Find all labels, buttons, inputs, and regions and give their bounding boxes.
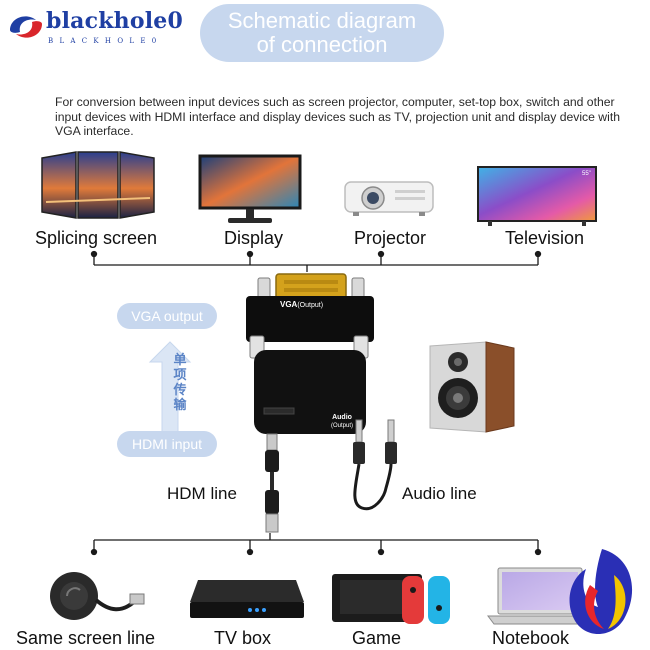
adapter-vga-label: VGA(Output) bbox=[280, 300, 323, 309]
hdmi-cable-icon bbox=[265, 433, 279, 533]
adapter-vga-text: VGA bbox=[280, 300, 298, 309]
audio-cable-icon bbox=[353, 419, 397, 511]
device-label-game: Game bbox=[352, 628, 402, 648]
adapter-audio-text: Audio bbox=[332, 414, 352, 421]
device-label-same-screen-line: Same screen line bbox=[16, 628, 156, 648]
streaming-dongle-icon bbox=[50, 572, 145, 620]
svg-text:55": 55" bbox=[582, 171, 591, 177]
decorative-corner-logo-icon bbox=[569, 549, 633, 634]
device-label-projector: Projector bbox=[354, 228, 427, 248]
game-console-icon bbox=[332, 574, 450, 624]
hdmi-line-label: HDM line bbox=[167, 484, 237, 503]
description-text: For conversion between input devices suc… bbox=[55, 95, 620, 138]
hdmi-input-pill: HDMI input bbox=[117, 431, 217, 457]
device-label-splicing-screen: Splicing screen bbox=[35, 228, 158, 248]
adapter-vga-subtext: (Output) bbox=[297, 302, 324, 309]
tv-box-icon bbox=[190, 580, 304, 618]
device-label-tv-box: TV box bbox=[214, 628, 272, 648]
adapter-audio-subtext: (Output) bbox=[331, 423, 354, 429]
television-icon: 55" bbox=[477, 166, 597, 226]
device-label-television: Television bbox=[505, 228, 585, 248]
audio-line-label: Audio line bbox=[402, 484, 477, 503]
projector-icon bbox=[344, 181, 434, 216]
vga-hdmi-adapter-icon bbox=[246, 273, 374, 434]
brand-logo-icon bbox=[10, 16, 42, 38]
vga-output-pill: VGA output bbox=[117, 303, 217, 329]
monitor-icon bbox=[198, 154, 302, 223]
splicing-screen-icon bbox=[41, 151, 155, 219]
title-pill: Schematic diagram of connection bbox=[200, 4, 444, 62]
title-line-1: Schematic diagram bbox=[227, 8, 417, 33]
brand-subname: BLACKHOLE0 bbox=[48, 37, 163, 45]
up-arrow-icon bbox=[148, 341, 192, 437]
device-label-display: Display bbox=[224, 228, 284, 248]
direction-text: 单项传输 bbox=[173, 352, 187, 412]
title-line-2: of connection bbox=[256, 32, 388, 57]
adapter-audio-label: Audio (Output) bbox=[331, 414, 353, 430]
brand-name: blackhole0 bbox=[46, 8, 183, 34]
device-label-notebook: Notebook bbox=[492, 628, 570, 648]
speaker-icon bbox=[429, 341, 515, 433]
